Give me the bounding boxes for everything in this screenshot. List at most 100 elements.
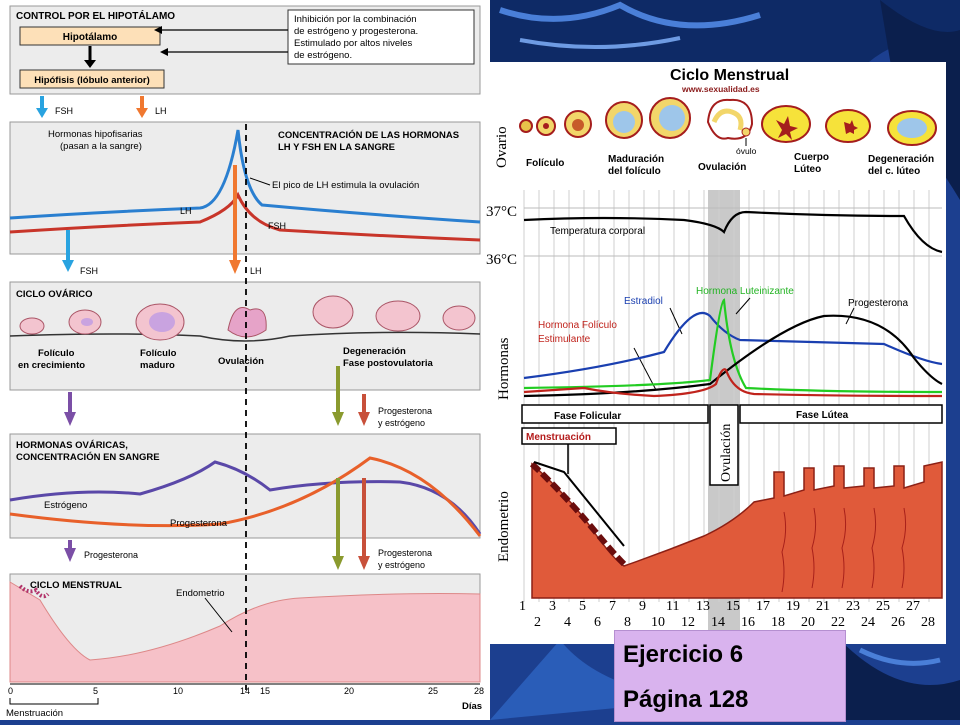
day-21: 21 <box>816 599 830 614</box>
lhfsh-panel <box>9 121 481 255</box>
menstruacion-label-right: Menstruación <box>526 432 591 443</box>
day-tick-20: 20 <box>344 686 354 696</box>
endometrium-shape <box>9 581 481 683</box>
lh-curve-label: LH <box>180 206 192 216</box>
day-14: 14 <box>711 615 725 630</box>
day-27: 27 <box>906 599 920 614</box>
stage-label-maduracion-1: Maduración <box>608 154 664 165</box>
menstrual-cycle-svg: Ciclo Menstrual www.sexualidad.es Ovario… <box>486 67 943 638</box>
estrogeno-curve <box>9 460 482 535</box>
foliculo-crec-2: en crecimiento <box>18 360 85 371</box>
stage-label-luteo: Lúteo <box>794 164 821 175</box>
fsh-curve-right <box>523 368 943 398</box>
day-23: 23 <box>846 599 860 614</box>
ovaricas-prog-estr-1: Progesterona <box>378 548 432 558</box>
endometrio-label: Endometrio <box>176 588 225 599</box>
foliculo-maduro-1: Folículo <box>140 348 177 359</box>
hormonas-label-1: Hormonas hipofisarias <box>48 129 143 140</box>
fase-folicular-label: Fase Folicular <box>554 411 621 422</box>
day-3: 3 <box>549 599 556 614</box>
day-5: 5 <box>579 599 586 614</box>
degeneracion-1: Degeneración <box>343 346 406 357</box>
exercise-page: Página 128 <box>623 686 749 713</box>
progesterona-curve <box>9 456 482 537</box>
lh-arrow-label: LH <box>155 106 167 116</box>
control-note-1: Inhibición por la combinación <box>294 14 417 25</box>
ovulacion-box <box>709 404 739 486</box>
day-numbers: 1 3 5 7 9 11 13 15 17 19 21 23 25 27 2 4… <box>519 599 935 630</box>
hipofisis-label: Hipófisis (lóbulo anterior) <box>34 75 150 86</box>
day-tick-0: 0 <box>8 686 13 696</box>
menstrual-cycle-diagram: Ciclo Menstrual www.sexualidad.es Ovario… <box>484 62 946 644</box>
foliculo-maduro-2: maduro <box>140 360 175 371</box>
menstruacion-label: Menstruación <box>6 708 63 719</box>
foliculo-crec-1: Folículo <box>38 348 75 359</box>
temp-curve-label: Temperatura corporal <box>550 226 645 237</box>
ovulacion-vertical-label: Ovulación <box>719 424 734 482</box>
day-18: 18 <box>771 615 785 630</box>
hormonal-cycle-diagram: CONTROL POR EL HIPOTÁLAMO Hipotálamo Hip… <box>0 0 490 720</box>
day-12: 12 <box>681 615 695 630</box>
fsh-label-1: Hormona Folículo <box>538 320 617 331</box>
ovaricas-panel <box>9 433 481 539</box>
hipotalamo-label: Hipotálamo <box>63 32 117 43</box>
day-20: 20 <box>801 615 815 630</box>
ovaricas-title-1: HORMONAS OVÁRICAS, <box>16 440 128 451</box>
day-4: 4 <box>564 615 571 630</box>
day-17: 17 <box>756 599 770 614</box>
day-16: 16 <box>741 615 755 630</box>
ovaricas-title-2: CONCENTRACIÓN EN SANGRE <box>16 451 160 463</box>
hormonal-cycle-svg: CONTROL POR EL HIPOTÁLAMO Hipotálamo Hip… <box>6 5 484 719</box>
stage-label-foliculo: Folículo <box>526 158 564 169</box>
ovulo-label: óvulo <box>736 146 757 156</box>
ovarico-title: CICLO OVÁRICO <box>16 289 93 300</box>
prog-estr-label-1: Progesterona <box>378 406 432 416</box>
cycle-url: www.sexualidad.es <box>681 84 760 94</box>
day-tick-28: 28 <box>474 686 484 696</box>
control-note-box <box>287 9 475 65</box>
day-22: 22 <box>831 615 845 630</box>
ovaricas-prog-estr-2: y estrógeno <box>378 560 425 570</box>
endometrio-axis-label: Endometrio <box>496 491 512 562</box>
degeneration-1-icon <box>375 300 421 332</box>
fase-lutea-label: Fase Lútea <box>796 410 849 421</box>
day-tick-5: 5 <box>93 686 98 696</box>
day-tick-10: 10 <box>173 686 183 696</box>
day-1: 1 <box>519 599 526 614</box>
temp-lo-label: 36°C <box>486 252 517 268</box>
progesterona-label-right: Progesterona <box>848 298 908 309</box>
menstruacion-bar <box>521 427 617 445</box>
lh-curve-right <box>523 298 943 394</box>
lh-curve <box>9 129 481 224</box>
day-9: 9 <box>639 599 646 614</box>
fsh-arrow-label: FSH <box>55 106 73 116</box>
day-8: 8 <box>624 615 631 630</box>
cycle-title: Ciclo Menstrual <box>670 67 789 84</box>
control-title: CONTROL POR EL HIPOTÁLAMO <box>16 9 175 22</box>
ovario-axis-label: Ovario <box>494 126 510 168</box>
estradiol-label: Estradiol <box>624 296 663 307</box>
prog-estr-label-2: y estrógeno <box>378 418 425 428</box>
day-tick-25: 25 <box>428 686 438 696</box>
stage-label-degeneracion-1: Degeneración <box>868 154 934 165</box>
estradiol-curve <box>523 311 943 380</box>
fsh-out-label: FSH <box>80 266 98 276</box>
stage-label-cuerpo: Cuerpo <box>794 152 829 163</box>
control-note-3: Estimulado por altos niveles <box>294 38 413 49</box>
hormonas-axis-label: Hormonas <box>496 337 512 400</box>
stage-label-ovulacion: Ovulación <box>698 162 746 173</box>
progesterona-label: Progesterona <box>170 518 228 529</box>
fsh-label-2: Estimulante <box>538 334 591 345</box>
day-tick-15: 15 <box>260 686 270 696</box>
control-note-4: de estrógeno. <box>294 50 352 61</box>
hipofisis-box <box>19 69 165 89</box>
lh-peak-note: El pico de LH estimula la ovulación <box>272 180 419 191</box>
dias-label: Días <box>462 701 482 712</box>
corpus-luteum-icon <box>312 295 354 329</box>
ovulacion-label: Ovulación <box>218 356 264 367</box>
day-28: 28 <box>921 615 935 630</box>
day-7: 7 <box>609 599 616 614</box>
hipotalamo-box <box>19 26 161 46</box>
prog-out-label: Progesterona <box>84 550 138 560</box>
day-24: 24 <box>861 615 875 630</box>
